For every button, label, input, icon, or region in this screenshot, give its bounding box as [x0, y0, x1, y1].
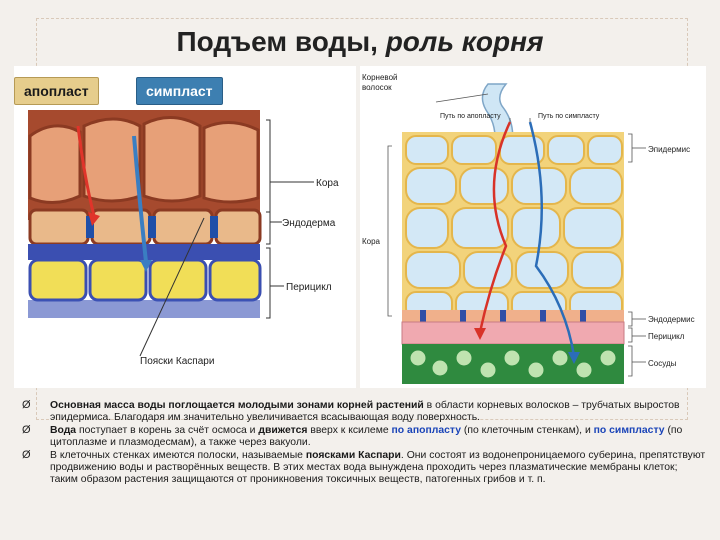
- bullet-text: поступает в корень за счёт осмоса и: [76, 425, 259, 437]
- bullet-text: . Они состоят из водонепроницаемого субе…: [50, 450, 706, 485]
- label-path-symplast: Путь по симпласту: [538, 113, 600, 120]
- bullet-marker: Ø: [22, 399, 31, 411]
- bullet-text: в области корневых волосков – трубчатых …: [50, 400, 680, 423]
- bullet-text-highlight: по апопласту: [391, 425, 462, 437]
- bullet-item: Ø Вода поступает в корень за счёт осмоса…: [20, 425, 706, 448]
- label-kora: Кора: [316, 178, 339, 189]
- right-diagram: Корневой волосок Путь по апопласту Путь …: [360, 66, 706, 388]
- label-root-hair-2: волосок: [362, 83, 392, 92]
- bullet-text-bold: Основная масса воды поглощается молодыми…: [50, 400, 424, 411]
- label-caspary: Пояски Каспари: [140, 356, 214, 367]
- label-epidermis: Эпидермис: [648, 145, 690, 154]
- label-pericycle: Перицикл: [648, 332, 685, 341]
- label-pericikl: Перицикл: [286, 282, 332, 293]
- label-endoderma: Эндодерма: [282, 218, 336, 229]
- label-kora-right: Кора: [362, 237, 381, 246]
- apoplast-tag: апопласт: [14, 77, 99, 105]
- bullet-text: В клеточных стенках имеются полоски, наз…: [50, 450, 306, 462]
- bullet-marker: Ø: [22, 449, 31, 462]
- bullet-text: (по цитоплазме и плазмодесмам), а также …: [50, 425, 683, 448]
- bullet-item: Ø В клеточных стенках имеются полоски, н…: [20, 450, 706, 485]
- title-italic: роль корня: [385, 26, 544, 57]
- bullet-text-bold: поясками Каспари: [305, 450, 401, 462]
- right-diagram-illustration: Корневой волосок Путь по апопласту Путь …: [360, 66, 706, 388]
- label-vessels: Сосуды: [648, 359, 677, 368]
- bullet-text-bold: движется: [258, 425, 308, 437]
- bullet-text-bold: Вода: [50, 425, 77, 437]
- bullet-text-highlight: по симпласту: [593, 425, 665, 437]
- left-diagram-illustration: Кора Эндодерма Перицикл Пояски Каспари: [14, 66, 356, 388]
- label-path-apoplast: Путь по апопласту: [440, 113, 501, 120]
- bullet-list: Ø Основная масса воды поглощается молоды…: [20, 399, 706, 487]
- left-diagram: Кора Эндодерма Перицикл Пояски Каспари: [14, 66, 356, 388]
- label-endodermis: Эндодермис: [648, 315, 695, 324]
- page-title: Подъем воды, роль корня: [0, 26, 720, 58]
- title-main: Подъем воды,: [176, 26, 378, 57]
- bullet-item: Ø Основная масса воды поглощается молоды…: [20, 399, 706, 423]
- bullet-text: (по клеточным стенкам), и: [461, 425, 594, 437]
- bullet-marker: Ø: [22, 424, 31, 437]
- bullet-text: вверх к ксилеме: [307, 425, 392, 437]
- label-root-hair-1: Корневой: [362, 73, 398, 82]
- symplast-tag: симпласт: [136, 77, 223, 105]
